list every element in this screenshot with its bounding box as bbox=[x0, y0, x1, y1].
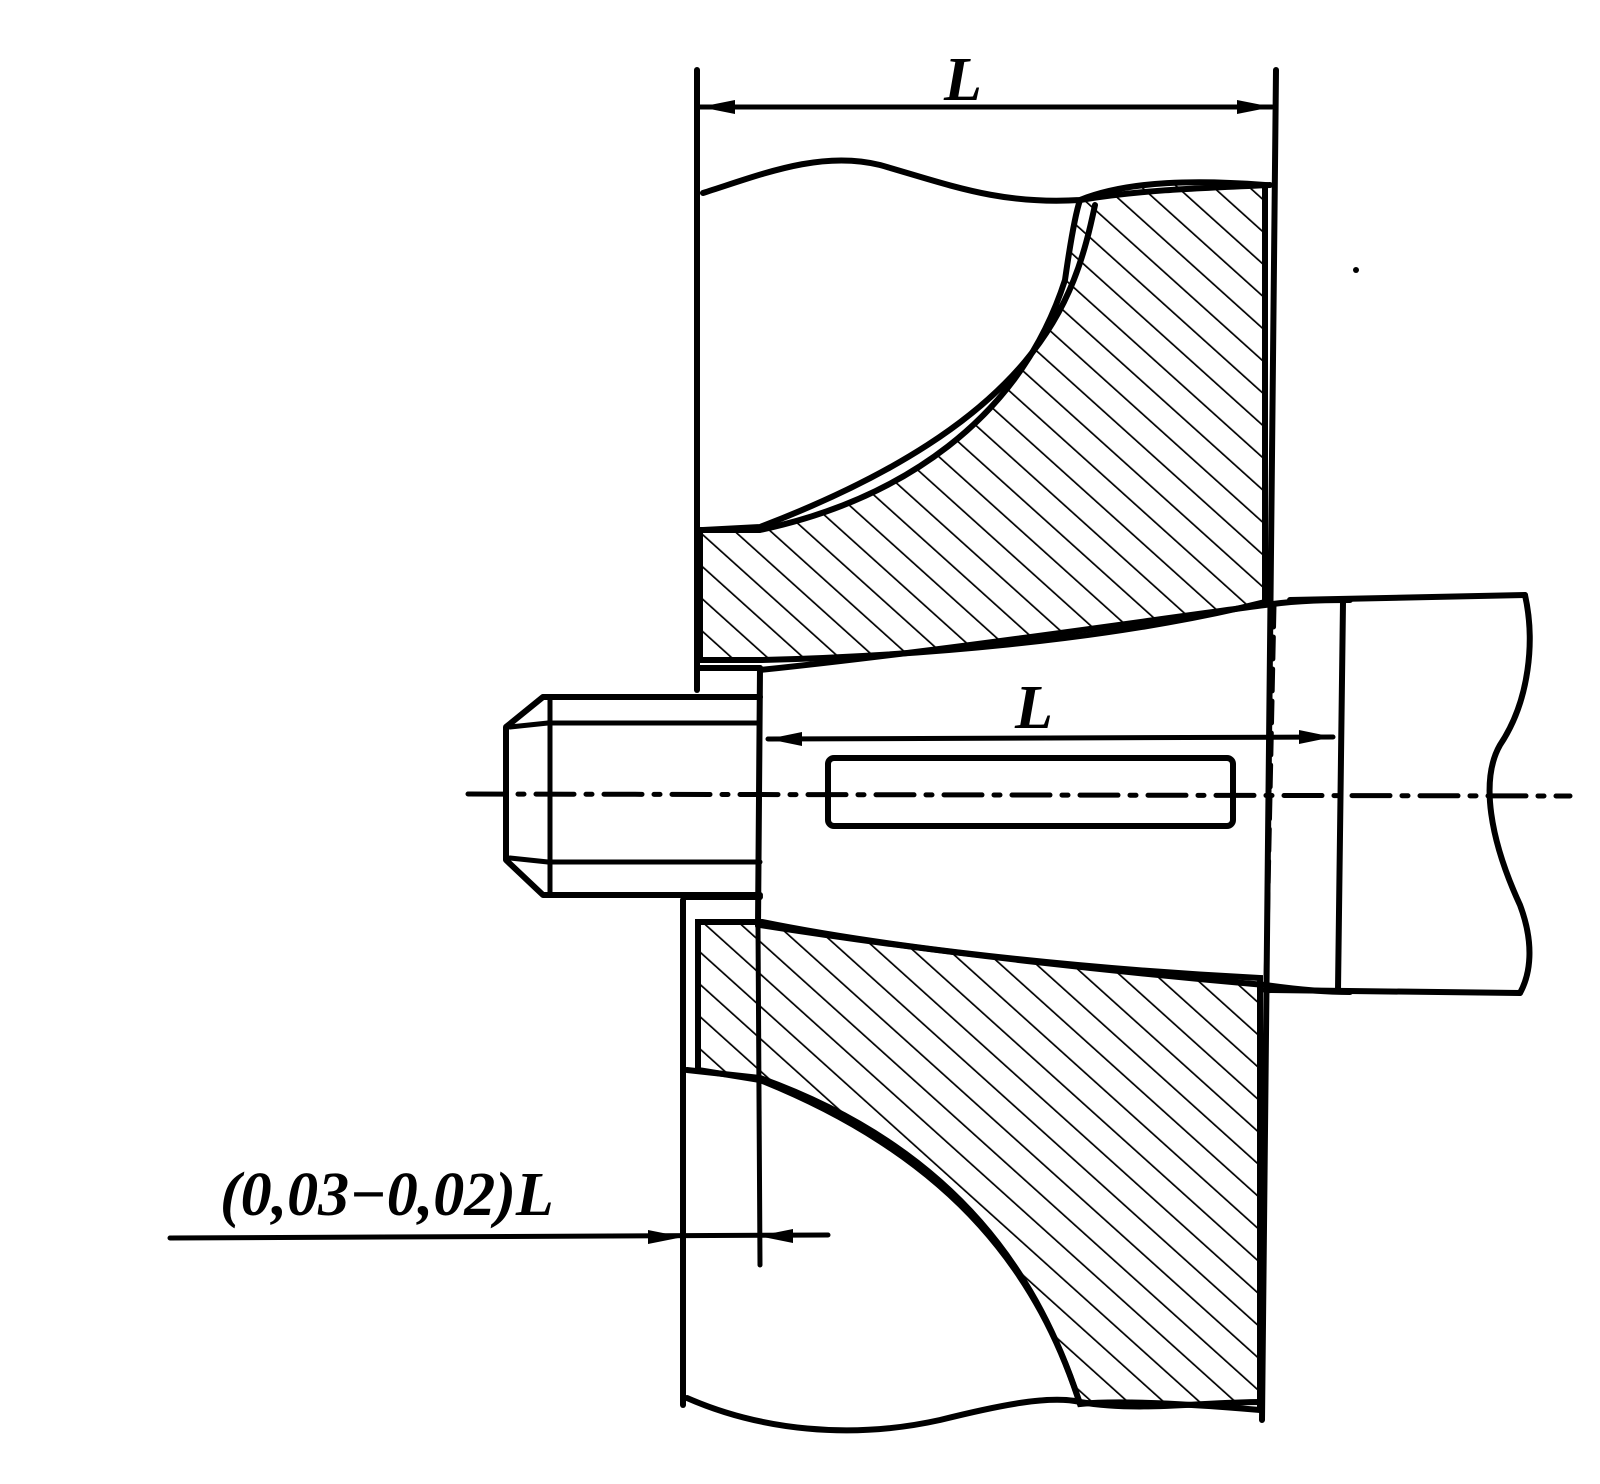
upper-hatched-region bbox=[697, 179, 1268, 663]
lower-blade-inner-curve bbox=[684, 1067, 1083, 1407]
thread-chamfer-top bbox=[507, 720, 551, 730]
lower-blade-curve bbox=[684, 1395, 1265, 1434]
offset-dimension-line bbox=[167, 1232, 831, 1241]
upper-blade-inner-curve bbox=[700, 202, 1098, 533]
shaft-dimension-label: L bbox=[1014, 674, 1053, 742]
offset-dimension-label: (0,03−0,02)L bbox=[220, 1161, 554, 1229]
top-dimension-right-arrow bbox=[1237, 100, 1272, 114]
shaft-dimension-right-arrow bbox=[1299, 730, 1333, 744]
thread-chamfer-bottom bbox=[507, 855, 551, 865]
upper-blade-curve bbox=[700, 157, 1273, 204]
stray-mark bbox=[1353, 267, 1359, 273]
shaft-body-bottom bbox=[1262, 987, 1523, 996]
shaft-centerline bbox=[465, 791, 1573, 799]
top-dimension-left-arrow bbox=[700, 100, 735, 114]
shaft-dimension-left-arrow bbox=[768, 732, 802, 746]
lower-hatched-region bbox=[695, 919, 1263, 1414]
offset-right-arrow bbox=[758, 1229, 793, 1243]
offset-extension-line bbox=[755, 922, 763, 1268]
top-dimension-label: L bbox=[943, 46, 982, 114]
offset-dimension: (0,03−0,02)L bbox=[167, 922, 831, 1268]
shaft-dimension: L bbox=[765, 674, 1336, 746]
shaft-dimension-line bbox=[765, 734, 1336, 742]
lower-hub-section bbox=[695, 919, 1263, 1414]
top-dimension: L bbox=[697, 46, 1275, 114]
shaft-body-top bbox=[1287, 592, 1528, 603]
offset-left-arrow bbox=[648, 1230, 683, 1244]
key-slot bbox=[825, 755, 1236, 829]
upper-hub-section bbox=[697, 179, 1268, 663]
